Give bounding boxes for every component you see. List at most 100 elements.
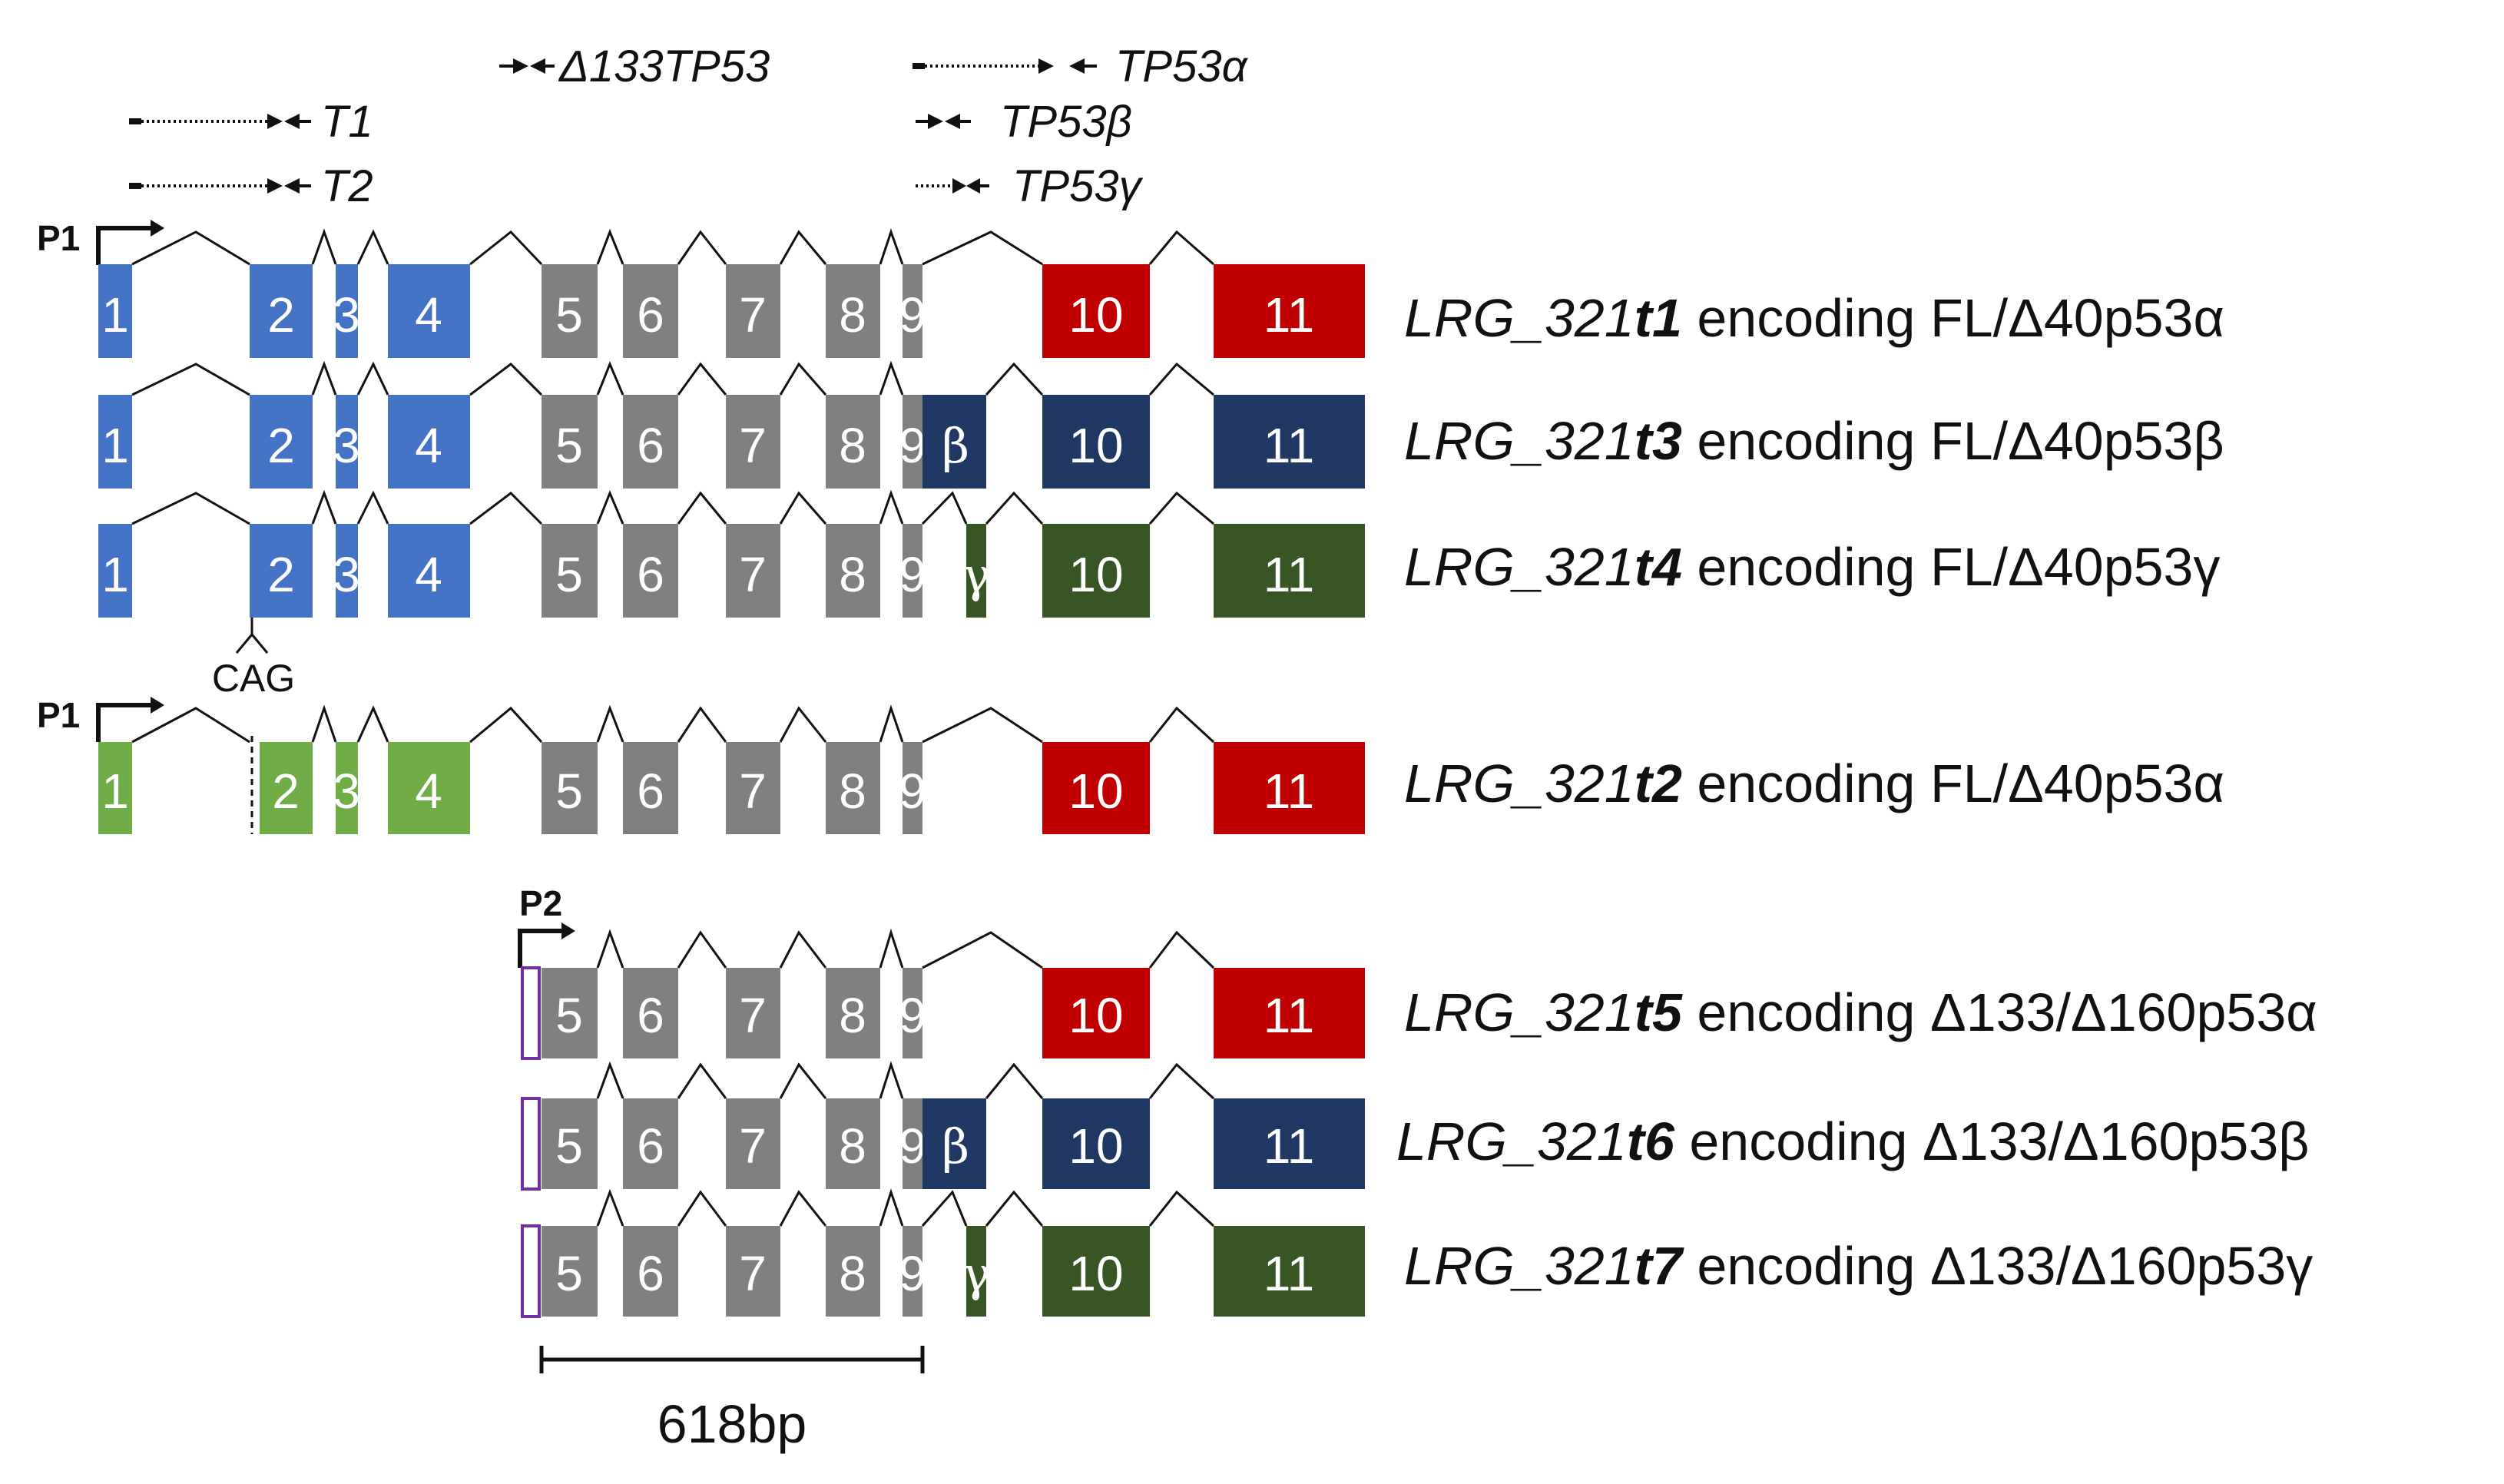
svg-text:1: 1 [101, 287, 129, 343]
svg-text:8: 8 [839, 418, 866, 473]
exon-10: 10 [1042, 742, 1150, 834]
transcript-description: encoding Δ133/Δ160p53γ [1682, 1236, 2313, 1296]
exon-6: 6 [623, 742, 678, 834]
exon-11: 11 [1214, 264, 1365, 358]
exon-10: 10 [1042, 968, 1150, 1058]
svg-text:9: 9 [899, 1118, 926, 1174]
exon-6: 6 [623, 1226, 678, 1317]
exon-7: 7 [726, 395, 780, 489]
transcript-description: encoding FL/Δ40p53β [1682, 411, 2224, 471]
svg-text:6: 6 [637, 988, 664, 1043]
transcript-row-t3: 1 2 3 4 5 6 7 8 9 β 10 11 LRG_321t3 enco… [98, 360, 2224, 489]
exon-3: 3 [333, 264, 360, 358]
svg-text:10: 10 [1068, 764, 1123, 819]
transcript-label-t3: LRG_321t3 encoding FL/Δ40p53β [1404, 411, 2224, 471]
svg-text:5: 5 [555, 764, 583, 819]
svg-text:3: 3 [333, 287, 360, 343]
svg-text:5: 5 [555, 1118, 583, 1174]
exon-9: 9 [899, 524, 926, 618]
svg-text:β: β [942, 418, 969, 474]
svg-text:10: 10 [1068, 988, 1123, 1043]
exon-p2-utr [521, 1097, 541, 1191]
svg-text:7: 7 [739, 418, 767, 473]
svg-text:5: 5 [555, 988, 583, 1043]
svg-text:6: 6 [637, 418, 664, 473]
transcript-prefix: LRG_321 [1404, 411, 1635, 471]
exon-11: 11 [1214, 395, 1365, 489]
transcript-row-t7: 5 6 7 8 9 γ 10 11 LRG_321t7 encoding Δ13… [521, 1188, 2313, 1318]
exon-7: 7 [726, 968, 780, 1058]
exon-10: 10 [1042, 524, 1150, 618]
transcript-prefix: LRG_321 [1404, 982, 1635, 1042]
exon-2: 2 [250, 395, 313, 489]
exon-4: 4 [388, 524, 470, 618]
exon-8: 8 [826, 1098, 880, 1189]
exon-4: 4 [388, 742, 470, 834]
exon-9: 9 [899, 968, 926, 1058]
svg-text:4: 4 [415, 418, 442, 473]
transcript-prefix: LRG_321 [1404, 288, 1635, 348]
exon-6: 6 [623, 1098, 678, 1189]
svg-text:9: 9 [899, 764, 926, 819]
exon-1: 1 [98, 742, 132, 834]
exon-1: 1 [98, 264, 132, 358]
exon-3: 3 [333, 524, 360, 618]
svg-text:7: 7 [739, 287, 767, 343]
svg-text:3: 3 [333, 764, 360, 819]
primer-t2-label: T2 [321, 161, 373, 211]
svg-text:1: 1 [101, 418, 129, 473]
svg-text:11: 11 [1264, 764, 1314, 819]
transcript-id: t4 [1635, 537, 1682, 597]
transcript-label-t2: LRG_321t2 encoding FL/Δ40p53α [1404, 754, 2224, 813]
exon-gamma: γ [962, 524, 991, 618]
svg-text:6: 6 [637, 1118, 664, 1174]
exon-9: 9 [899, 264, 926, 358]
transcript-label-t6: LRG_321t6 encoding Δ133/Δ160p53β [1396, 1111, 2310, 1171]
svg-text:6: 6 [637, 287, 664, 343]
svg-text:1: 1 [101, 547, 129, 602]
svg-text:8: 8 [839, 764, 866, 819]
exon-6: 6 [623, 395, 678, 489]
exon-3: 3 [333, 395, 360, 489]
transcript-description: encoding Δ133/Δ160p53β [1674, 1111, 2310, 1171]
transcript-row-t6: 5 6 7 8 9 β 10 11 LRG_321t6 encoding Δ13… [521, 1061, 2310, 1191]
svg-text:9: 9 [899, 547, 926, 602]
svg-text:9: 9 [899, 988, 926, 1043]
primer-alpha-label: TP53α [1115, 41, 1249, 91]
transcript-label-t4: LRG_321t4 encoding FL/Δ40p53γ [1404, 537, 2221, 597]
primer-d133-label: Δ133TP53 [558, 41, 770, 91]
exon-11: 11 [1214, 968, 1365, 1058]
exon-10: 10 [1042, 1226, 1150, 1317]
exon-9: 9 [899, 1226, 926, 1317]
exon-9: 9 [899, 395, 926, 489]
primer-gamma-label: TP53γ [1012, 161, 1144, 211]
exon-6: 6 [623, 264, 678, 358]
exon-1: 1 [98, 524, 132, 618]
transcript-description: encoding Δ133/Δ160p53α [1682, 982, 2317, 1042]
exon-2: 2 [260, 742, 313, 834]
svg-text:7: 7 [739, 988, 767, 1043]
svg-text:5: 5 [555, 287, 583, 343]
exon-2: 2 [250, 264, 313, 358]
transcript-prefix: LRG_321 [1396, 1111, 1627, 1171]
svg-text:11: 11 [1264, 1118, 1314, 1174]
exon-10: 10 [1042, 395, 1150, 489]
exon-8: 8 [826, 1226, 880, 1317]
promoter-p1-row4: P1 [37, 695, 164, 742]
exon-8: 8 [826, 742, 880, 834]
svg-text:4: 4 [415, 547, 442, 602]
svg-text:γ: γ [962, 547, 990, 603]
exon-11: 11 [1214, 742, 1365, 834]
exon-5: 5 [542, 264, 598, 358]
exon-6: 6 [623, 524, 678, 618]
exon-10: 10 [1042, 264, 1150, 358]
exon-5: 5 [542, 395, 598, 489]
svg-text:10: 10 [1068, 1246, 1123, 1301]
exon-beta: β [922, 395, 986, 489]
exon-8: 8 [826, 395, 880, 489]
svg-text:9: 9 [899, 287, 926, 343]
svg-text:β: β [942, 1118, 969, 1174]
exon-4: 4 [388, 395, 470, 489]
exon-5: 5 [542, 968, 598, 1058]
svg-text:11: 11 [1264, 547, 1314, 602]
